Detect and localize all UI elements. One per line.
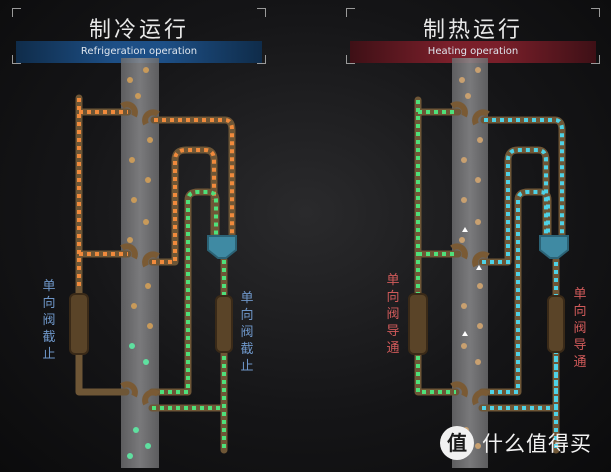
heating-green-flow — [416, 100, 458, 394]
cooling-subtitle: Refrigeration operation — [16, 41, 262, 63]
cooling-hot-flow — [77, 98, 234, 290]
cooling-valve-left — [69, 293, 89, 355]
heating-diagram — [408, 58, 569, 468]
cooling-valve-right — [215, 295, 233, 353]
cooling-title: 制冷运行 — [88, 18, 189, 43]
cooling-title-frame: 制冷运行 Refrigeration operation — [12, 8, 266, 64]
cooling-core-particles — [127, 67, 153, 329]
heating-label-right: 单向 阀导 通 — [573, 287, 587, 370]
logo-text: 什么值得买 — [482, 432, 592, 456]
heating-valve-left — [408, 293, 428, 355]
cooling-distributor — [207, 235, 237, 259]
heating-arrows — [462, 227, 482, 336]
cooling-label-left: 单向 阀截 止 — [42, 279, 56, 362]
heating-title: 制热运行 — [422, 18, 523, 43]
heating-subtitle: Heating operation — [350, 41, 596, 63]
cooling-diagram — [69, 58, 237, 468]
watermark-logo: 值 什么值得买 — [440, 426, 592, 460]
heating-pipes — [414, 96, 566, 454]
heating-cyan-flow — [482, 118, 564, 450]
logo-icon: 值 — [440, 426, 474, 460]
heating-distributor — [539, 235, 569, 259]
cooling-label-right: 单向 阀截 止 — [240, 291, 254, 374]
cooling-junctions — [120, 101, 160, 406]
heating-title-frame: 制热运行 Heating operation — [346, 8, 600, 64]
heating-label-left: 单向 阀导 通 — [386, 273, 400, 356]
heating-junctions — [450, 101, 490, 406]
cooling-core-particles-cold — [127, 343, 151, 459]
heating-valve-right — [547, 295, 565, 353]
